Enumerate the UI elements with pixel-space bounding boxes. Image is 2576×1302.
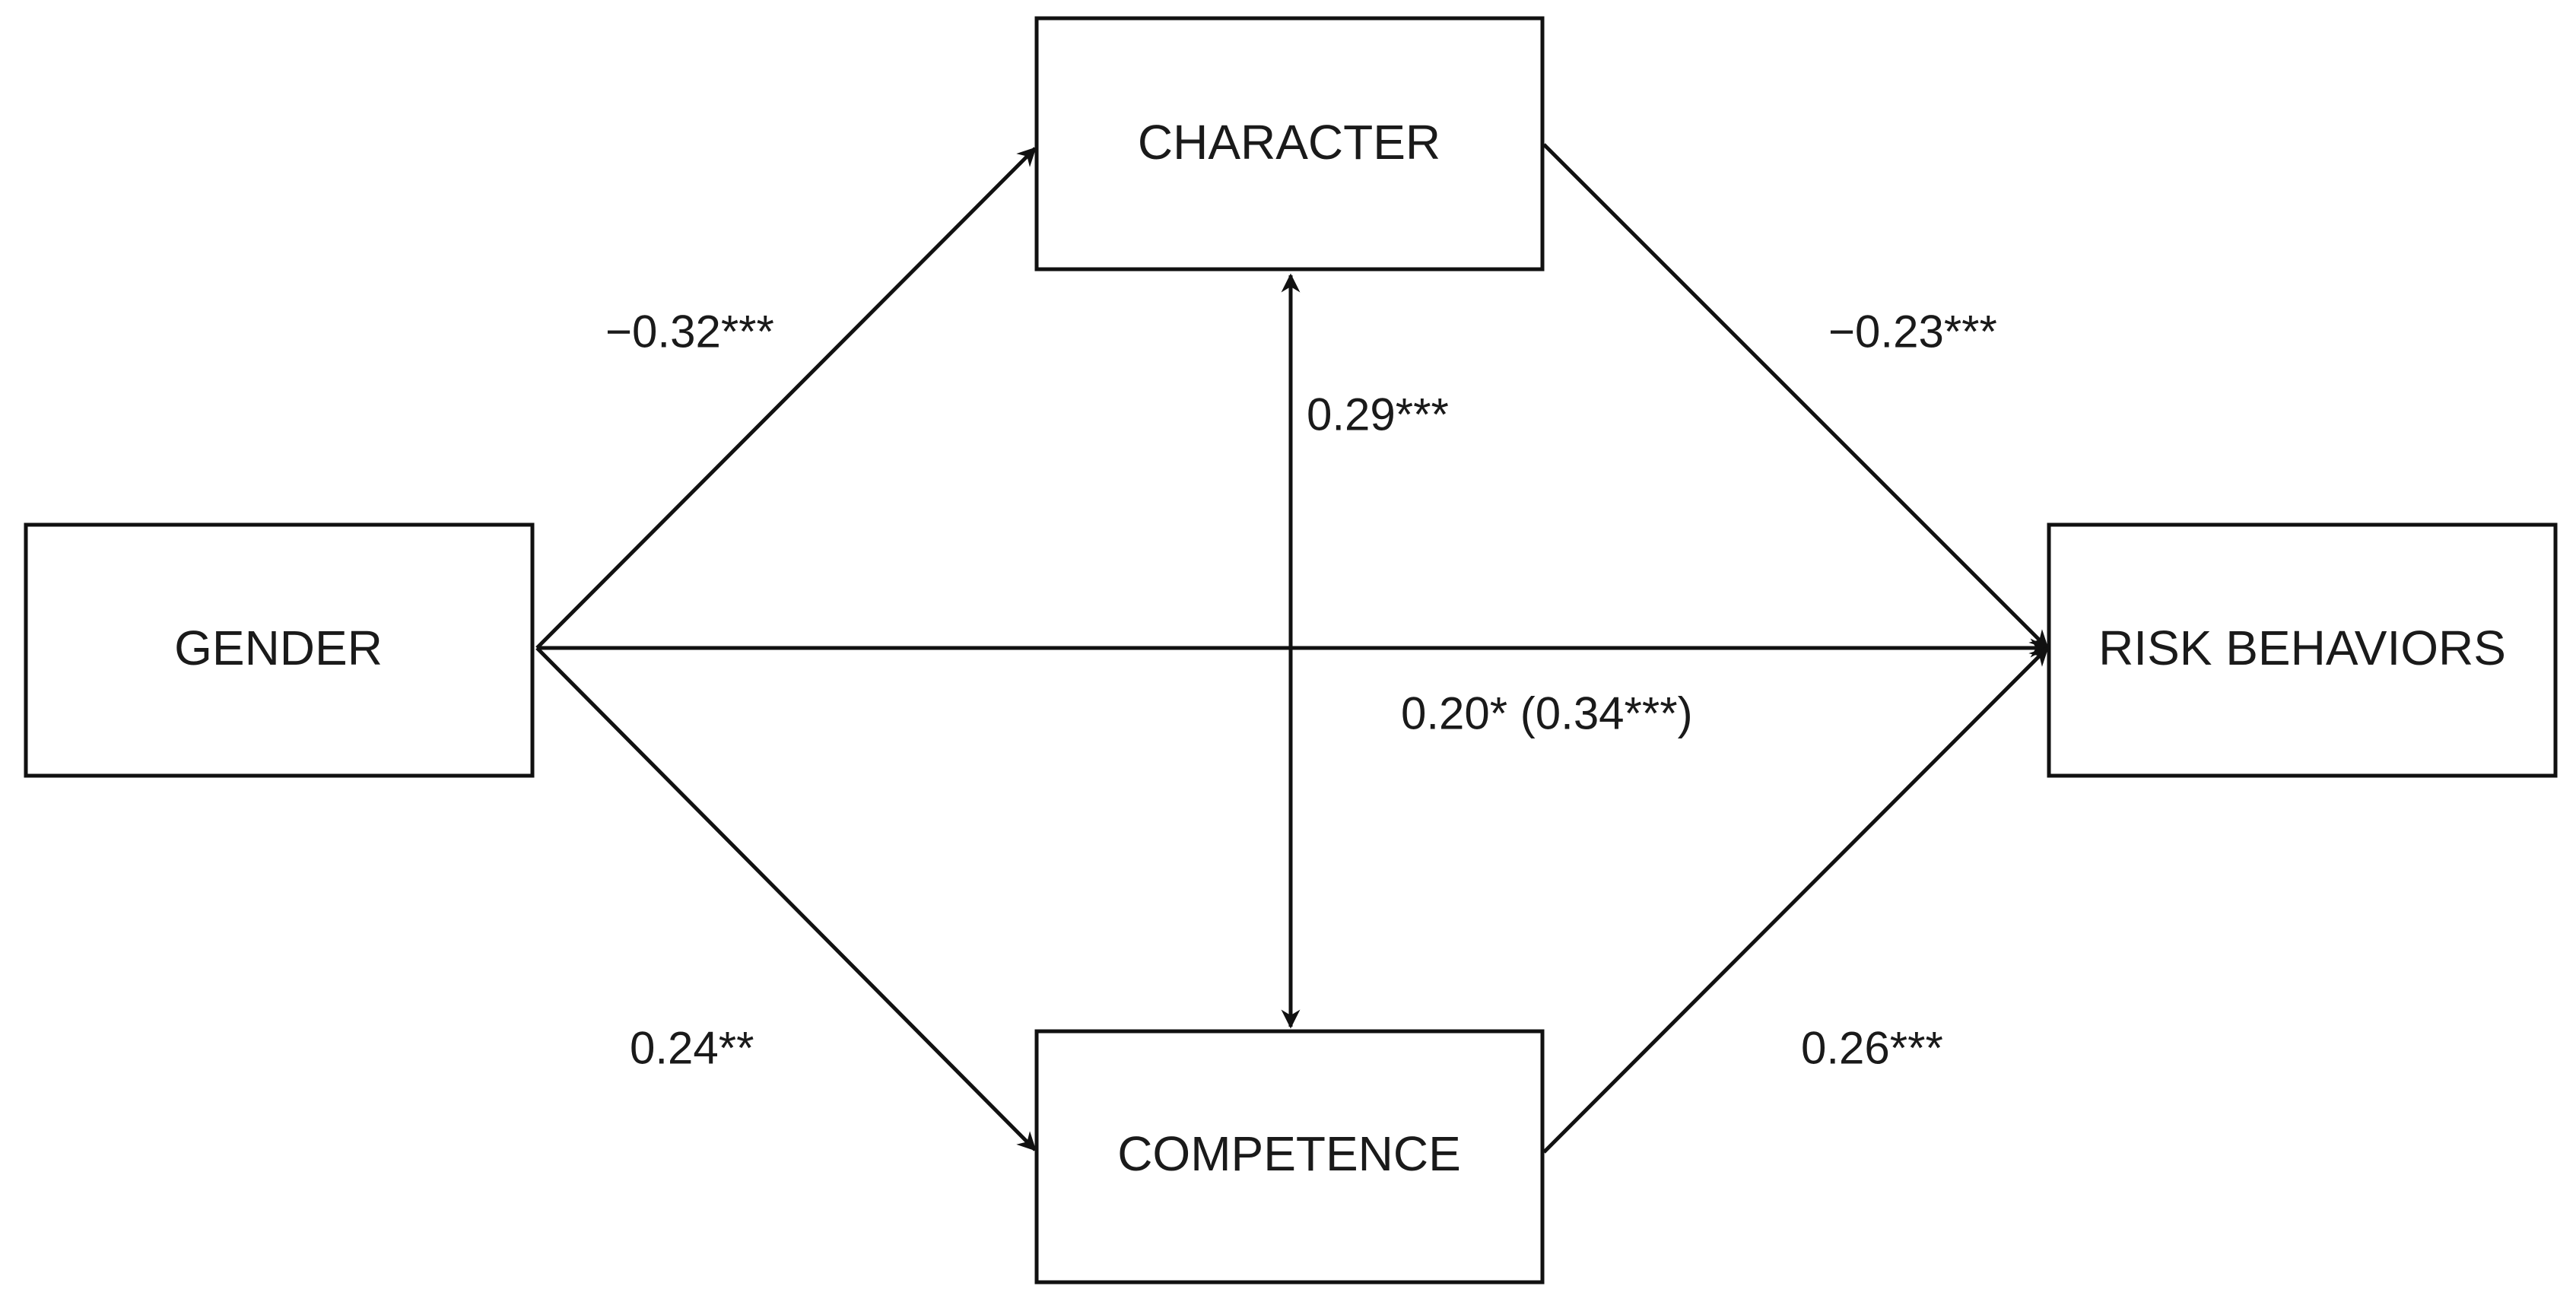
label-character-competence: 0.29*** (1307, 389, 1449, 440)
node-gender-box (24, 522, 535, 778)
label-gender-to-character: −0.32*** (605, 306, 774, 357)
node-character: CHARACTER (1034, 16, 1545, 272)
node-gender: GENDER (24, 522, 535, 778)
node-character-box (1034, 16, 1545, 272)
node-competence: COMPETENCE (1034, 1029, 1545, 1285)
coefficient-labels: −0.32*** −0.23*** 0.29*** 0.20* (0.34***… (605, 306, 1997, 1074)
arrow-character-to-risk-behaviors (1542, 143, 2049, 649)
node-competence-box (1034, 1029, 1545, 1285)
node-risk-behaviors-label: RISK BEHAVIORS (2098, 621, 2506, 675)
node-risk-behaviors-box (2047, 522, 2558, 778)
node-gender-label: GENDER (174, 621, 383, 675)
label-competence-to-risk-behaviors: 0.26*** (1801, 1023, 1943, 1074)
edges (535, 143, 2050, 1154)
label-character-to-risk-behaviors: −0.23*** (1828, 306, 1997, 357)
node-competence-label: COMPETENCE (1117, 1126, 1461, 1181)
arrow-gender-to-character (535, 147, 1037, 649)
node-risk-behaviors: RISK BEHAVIORS (2047, 522, 2558, 778)
arrow-gender-to-competence (535, 646, 1037, 1151)
arrow-competence-to-risk-behaviors (1542, 646, 2049, 1154)
label-gender-to-risk-behaviors: 0.20* (0.34***) (1401, 688, 1693, 739)
label-gender-to-competence: 0.24** (630, 1023, 754, 1074)
node-character-label: CHARACTER (1138, 115, 1440, 170)
